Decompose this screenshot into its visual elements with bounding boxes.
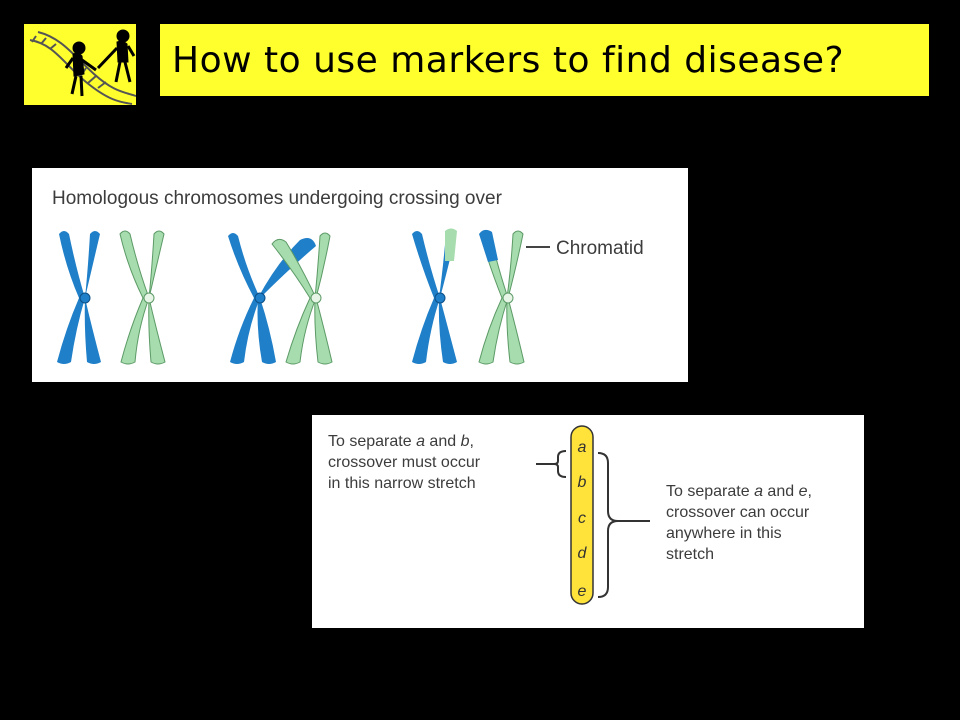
right-explanation: To separate a and e, crossover can occur…: [666, 483, 812, 563]
crossing-over-diagram: Homologous chromosomes undergoing crossi…: [52, 188, 644, 365]
right-line-3: anywhere in this: [666, 525, 782, 542]
chromatid-blue: [84, 231, 101, 364]
chromosome-pair-2: [228, 232, 333, 365]
right-line-4: stretch: [666, 546, 714, 563]
marker-panel: To separate a and b, crossover must occu…: [312, 415, 864, 628]
marker-b: b: [578, 474, 587, 491]
chromatid-blue: [412, 231, 440, 364]
marker-a: a: [578, 439, 587, 456]
right-line-1: To separate a and e,: [666, 483, 812, 500]
chromatid-green-segment: [445, 228, 457, 261]
people-dna-logo-icon: [29, 29, 136, 105]
marker-chromosome: a b c d e: [570, 425, 594, 605]
marker-c: c: [578, 510, 586, 527]
left-explanation: To separate a and b, crossover must occu…: [328, 433, 481, 492]
wide-brace: [597, 452, 650, 598]
left-line-1: To separate a and b,: [328, 433, 474, 450]
chromosome-pair-1: [57, 230, 166, 365]
chromatid-label: Chromatid: [556, 238, 644, 259]
left-line-3: in this narrow stretch: [328, 475, 476, 492]
chromatid-green: [271, 238, 317, 365]
right-line-2: crossover can occur: [666, 504, 810, 521]
chromatid-blue: [228, 233, 260, 364]
chromatid-blue-segment: [479, 229, 498, 262]
left-line-2: crossover must occur: [328, 454, 481, 471]
chromosome-pair-3: [412, 228, 525, 365]
title-bar: How to use markers to find disease?: [160, 24, 929, 96]
marker-d: d: [578, 545, 588, 562]
marker-diagram: To separate a and b, crossover must occu…: [328, 425, 812, 605]
crossing-over-panel: Homologous chromosomes undergoing crossi…: [32, 168, 688, 382]
narrow-brace: [536, 450, 567, 478]
chromatid-green: [119, 230, 150, 365]
page-title: How to use markers to find disease?: [172, 39, 845, 81]
crossing-over-heading: Homologous chromosomes undergoing crossi…: [52, 188, 503, 209]
chromatid-blue: [438, 231, 457, 364]
logo: [24, 24, 136, 105]
chromatid-blue: [57, 231, 85, 364]
marker-e: e: [578, 583, 587, 600]
